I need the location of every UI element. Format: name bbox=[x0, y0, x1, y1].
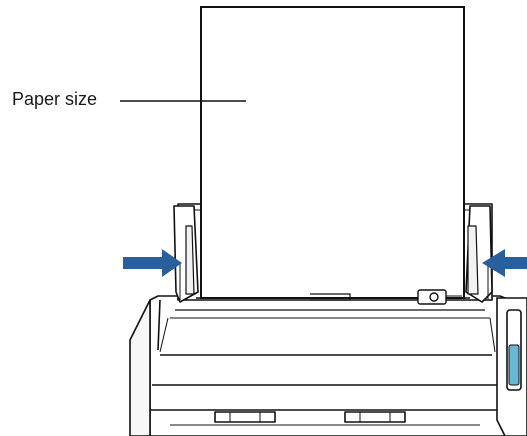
arrow-right-icon bbox=[123, 249, 182, 277]
arrow-left-icon bbox=[482, 249, 527, 277]
feed-slot bbox=[196, 289, 470, 305]
right-side-guide bbox=[465, 205, 493, 303]
scanner-body bbox=[129, 295, 527, 436]
scan-button-indicator bbox=[508, 344, 520, 386]
paper-sheet bbox=[200, 6, 465, 299]
paper-size-label: Paper size bbox=[12, 89, 98, 109]
left-side-guide bbox=[173, 205, 199, 303]
